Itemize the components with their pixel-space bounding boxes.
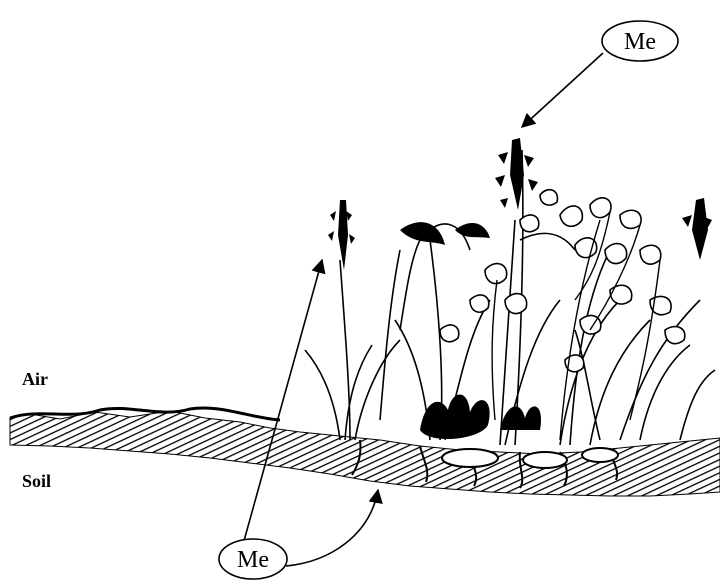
callout-top: Me (602, 21, 678, 61)
callout-top-label: Me (624, 29, 656, 55)
callout-bottom: Me (219, 539, 287, 579)
leafy-shrub (440, 190, 685, 372)
arrow-top (522, 53, 603, 127)
callout-bottom-label: Me (237, 547, 269, 573)
arrow-to-soil (286, 490, 378, 566)
air-label: Air (22, 369, 48, 389)
soil-label: Soil (22, 471, 51, 491)
plant-rosette (420, 395, 541, 440)
arrow-to-seed-head (242, 260, 322, 548)
